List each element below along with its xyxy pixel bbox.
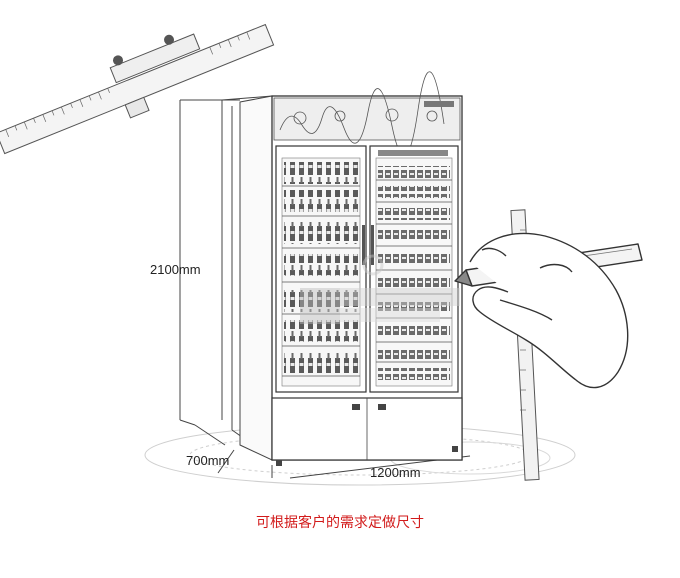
depth-dimension-label: 700mm — [186, 453, 230, 468]
width-dimension-label: 1200mm — [370, 465, 421, 480]
display-fridge — [239, 71, 463, 466]
lock-icon — [352, 404, 360, 410]
hand-with-pencil-sketch — [454, 232, 643, 389]
height-dimension-label: 2100mm — [150, 262, 201, 277]
height-reference-lines — [179, 95, 273, 430]
lock-icon — [378, 404, 386, 410]
watermark — [300, 254, 460, 324]
custom-size-caption: 可根据客户的需求定做尺寸 — [256, 515, 424, 531]
right-door-cans — [378, 166, 450, 380]
caliper-sketch — [0, 23, 275, 155]
left-door-bottles — [284, 162, 358, 374]
header-sketch — [279, 71, 454, 157]
